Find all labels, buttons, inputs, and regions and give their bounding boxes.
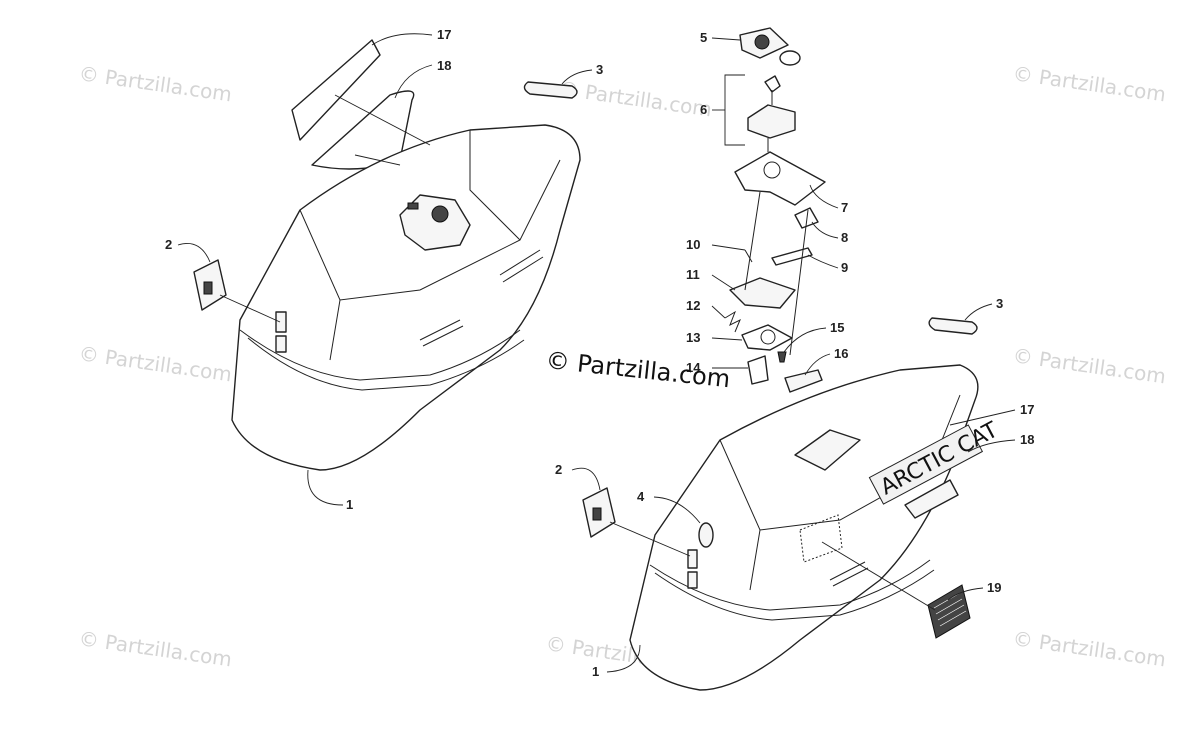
watermark: © Partzilla.com xyxy=(1011,626,1167,671)
watermark: © Partzilla.com xyxy=(557,76,713,121)
watermark: © Partzilla.com xyxy=(77,61,233,106)
base-frame-11 xyxy=(729,277,796,309)
callout-label: 2 xyxy=(165,237,172,252)
callout-label: 13 xyxy=(686,330,700,345)
callout-labels: 17 18 3 2 1 5 6 7 8 10 9 11 12 13 15 14 … xyxy=(165,27,1034,679)
callout-label: 8 xyxy=(841,230,848,245)
mount-plate-13 xyxy=(741,324,793,351)
callout-label: 6 xyxy=(700,102,707,117)
callout-label: 18 xyxy=(1020,432,1034,447)
center-watermark: © Partzilla.com xyxy=(544,346,731,393)
callout-label: 4 xyxy=(637,489,645,504)
warning-label-19 xyxy=(927,584,971,639)
callout-label: 7 xyxy=(841,200,848,215)
spring-12 xyxy=(724,310,741,333)
left-saddlebag xyxy=(193,39,581,471)
callout-label: 3 xyxy=(596,62,603,77)
screw-15 xyxy=(777,351,787,363)
callout-label: 18 xyxy=(437,58,451,73)
callout-label: 10 xyxy=(686,237,700,252)
watermark: © Partzilla.com xyxy=(1011,343,1167,388)
callout-label: 19 xyxy=(987,580,1001,595)
callout-label: 11 xyxy=(686,267,700,282)
callout-label: 5 xyxy=(700,30,707,45)
callout-label: 12 xyxy=(686,298,700,313)
latch-bar-9 xyxy=(771,247,813,266)
left-case-shell xyxy=(231,124,581,471)
right-saddlebag: ARCTIC CAT xyxy=(582,317,1003,691)
reflector-4 xyxy=(698,522,714,548)
callout-label: 16 xyxy=(834,346,848,361)
watermark: © Partzilla.com xyxy=(1011,61,1167,106)
callout-label: 1 xyxy=(592,664,599,679)
decal-18-right xyxy=(904,479,959,519)
key-6 xyxy=(764,75,781,93)
decal-17-left xyxy=(291,39,381,141)
warning-label-area xyxy=(799,514,843,563)
right-case-handle-recess xyxy=(794,429,861,471)
cover-16 xyxy=(784,369,823,393)
callout-label: 15 xyxy=(830,320,844,335)
lock-assembly xyxy=(724,27,826,393)
bracket-14 xyxy=(747,355,769,385)
callout-label: 17 xyxy=(1020,402,1034,417)
callout-label: 9 xyxy=(841,260,848,275)
right-case-shell xyxy=(629,364,979,691)
watermark: © Partzilla.com xyxy=(77,341,233,386)
callout-label: 1 xyxy=(346,497,353,512)
leader-lines xyxy=(177,33,1016,673)
callout-label: 14 xyxy=(686,360,701,375)
lock-6 xyxy=(747,104,796,139)
watermark: © Partzilla.com xyxy=(77,626,233,671)
callout-label: 2 xyxy=(555,462,562,477)
pin-10 xyxy=(744,249,753,263)
reflector-3-left xyxy=(523,81,578,99)
callout-label: 17 xyxy=(437,27,451,42)
right-case-lid-band xyxy=(649,559,931,611)
left-case-lid-band xyxy=(239,329,521,381)
latch-plate-7 xyxy=(734,151,826,206)
reflector-3-right xyxy=(928,317,978,335)
callout-label: 3 xyxy=(996,296,1003,311)
